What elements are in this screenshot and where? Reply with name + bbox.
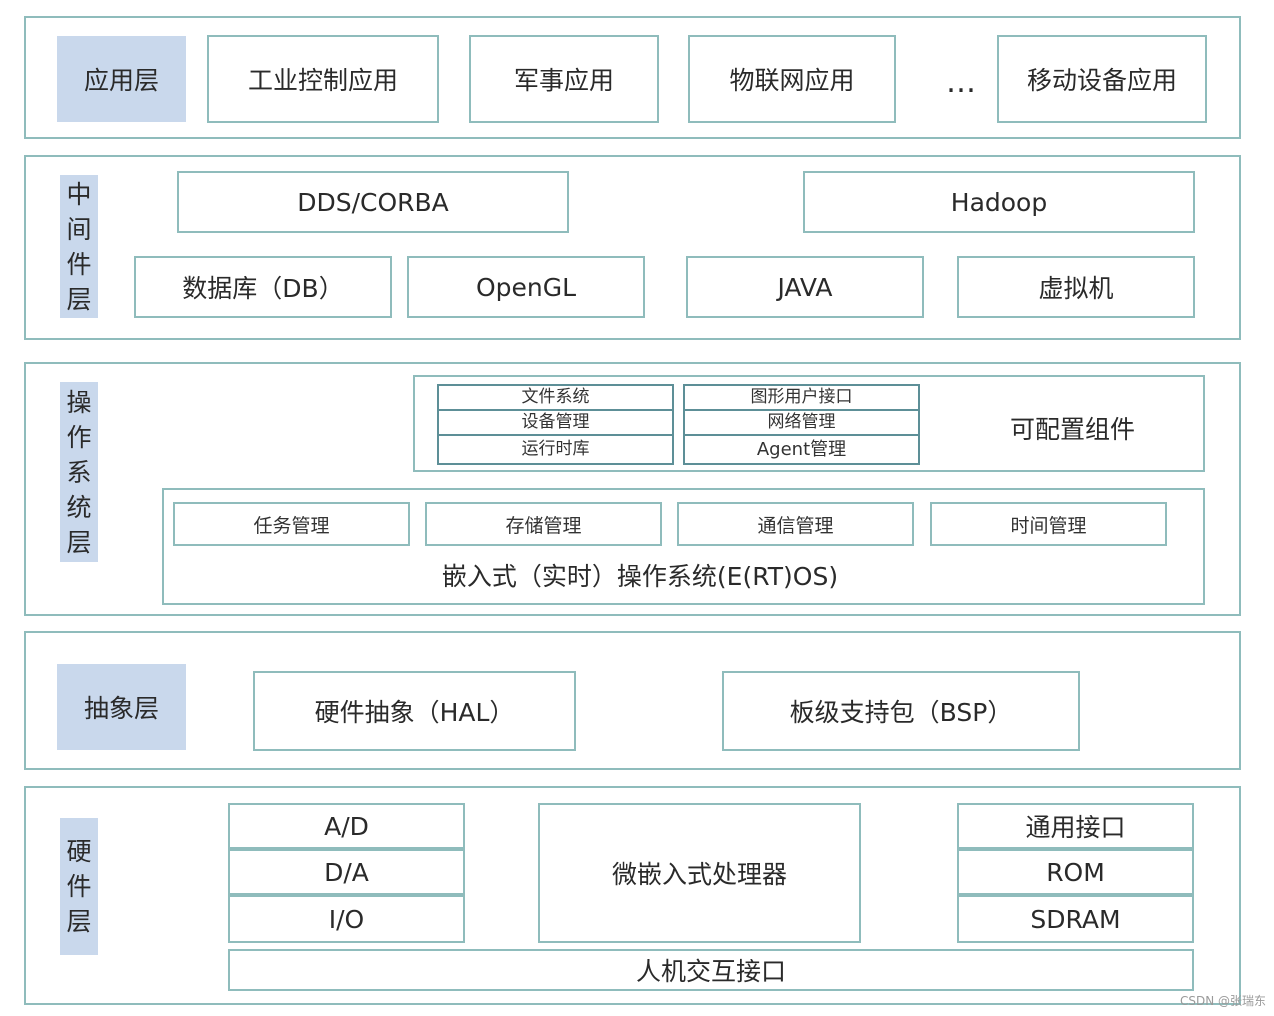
service-storage-management: 存储管理 bbox=[425, 502, 662, 546]
component-device-management: 设备管理 bbox=[437, 409, 674, 436]
hardware-label-char: 层 bbox=[66, 907, 92, 936]
hardware-ad: A/D bbox=[228, 803, 465, 849]
os-label-char: 统 bbox=[66, 492, 92, 522]
hardware-processor: 微嵌入式处理器 bbox=[538, 803, 861, 943]
os-label-char: 作 bbox=[66, 422, 92, 452]
hardware-label-char: 件 bbox=[66, 872, 92, 901]
abstraction-hal: 硬件抽象（HAL） bbox=[253, 671, 576, 751]
middleware-label-char: 间 bbox=[66, 214, 92, 244]
component-network-management: 网络管理 bbox=[683, 409, 920, 436]
component-runtime-library: 运行时库 bbox=[437, 434, 674, 465]
watermark: CSDN @张瑞东 bbox=[1179, 994, 1266, 1008]
application-layer-label: 应用层 bbox=[57, 36, 186, 122]
middleware-dds-corba: DDS/CORBA bbox=[177, 171, 569, 233]
abstraction-bsp: 板级支持包（BSP） bbox=[722, 671, 1080, 751]
service-time-management: 时间管理 bbox=[930, 502, 1167, 546]
middleware-opengl: OpenGL bbox=[407, 256, 645, 318]
middleware-label-char: 件 bbox=[66, 249, 92, 279]
service-communication-management: 通信管理 bbox=[677, 502, 914, 546]
os-label-char: 系 bbox=[66, 457, 92, 487]
app-industrial-control: 工业控制应用 bbox=[207, 35, 439, 123]
os-label-char: 操 bbox=[66, 387, 92, 417]
middleware-hadoop: Hadoop bbox=[803, 171, 1195, 233]
component-gui: 图形用户接口 bbox=[683, 384, 920, 411]
app-military: 军事应用 bbox=[469, 35, 659, 123]
middleware-virtual-machine: 虚拟机 bbox=[957, 256, 1195, 318]
middleware-java: JAVA bbox=[686, 256, 924, 318]
middleware-label-char: 层 bbox=[66, 284, 92, 314]
hardware-layer-label: 硬 件 层 bbox=[60, 818, 98, 955]
hardware-sdram: SDRAM bbox=[957, 895, 1194, 943]
middleware-label-char: 中 bbox=[66, 179, 92, 209]
middleware-layer-label: 中 间 件 层 bbox=[60, 175, 98, 318]
service-task-management: 任务管理 bbox=[173, 502, 410, 546]
app-ellipsis: … bbox=[946, 64, 978, 100]
rtos-title: 嵌入式（实时）操作系统(E(RT)OS) bbox=[441, 562, 839, 591]
hardware-hmi: 人机交互接口 bbox=[228, 949, 1194, 991]
hardware-da: D/A bbox=[228, 849, 465, 895]
app-mobile-device: 移动设备应用 bbox=[997, 35, 1207, 123]
component-file-system: 文件系统 bbox=[437, 384, 674, 411]
configurable-components-title: 可配置组件 bbox=[1009, 415, 1135, 444]
middleware-database: 数据库（DB） bbox=[134, 256, 392, 318]
hardware-label-char: 硬 bbox=[66, 837, 92, 866]
component-agent-management: Agent管理 bbox=[683, 434, 920, 465]
os-layer-label: 操 作 系 统 层 bbox=[60, 382, 98, 562]
app-iot: 物联网应用 bbox=[688, 35, 896, 123]
abstraction-layer-label: 抽象层 bbox=[57, 664, 186, 750]
hardware-io: I/O bbox=[228, 895, 465, 943]
os-label-char: 层 bbox=[66, 527, 92, 557]
hardware-general-interface: 通用接口 bbox=[957, 803, 1194, 849]
hardware-rom: ROM bbox=[957, 849, 1194, 895]
